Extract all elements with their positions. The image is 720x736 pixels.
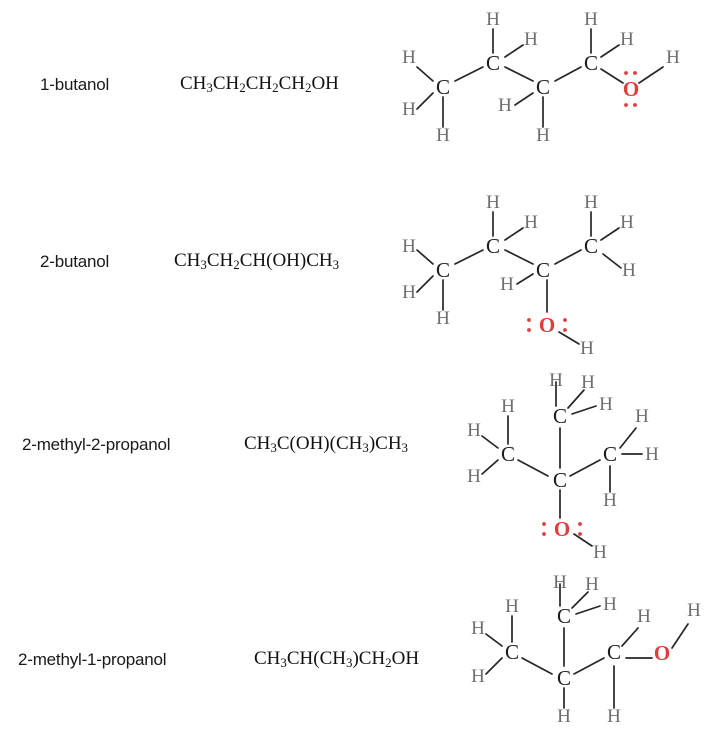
isomer-row-2-butanol: 2-butanol CH3CH2CH(OH)CH3 bbox=[0, 184, 720, 372]
atom-o: O bbox=[539, 313, 555, 337]
atom-c: C bbox=[536, 258, 550, 282]
atom-h: H bbox=[553, 572, 567, 593]
atom-h: H bbox=[467, 420, 481, 441]
atom-h: H bbox=[402, 99, 416, 120]
isomer-row-2-methyl-1-propanol: 2-methyl-1-propanol CH3CH(CH3)CH2OH bbox=[0, 562, 720, 736]
atom-h: H bbox=[436, 308, 450, 329]
atom-c: C bbox=[436, 75, 450, 99]
atom-h: H bbox=[584, 9, 598, 30]
atom-c: C bbox=[553, 404, 567, 428]
atom-h: H bbox=[622, 260, 636, 281]
atom-h: H bbox=[687, 600, 701, 621]
lone-pair-dots-oxygen bbox=[527, 318, 567, 332]
isomer-row-1-butanol: 1-butanol CH3CH2CH2CH2OH bbox=[0, 0, 720, 184]
atom-o: O bbox=[654, 641, 670, 665]
compound-formula-2-butanol: CH3CH2CH(OH)CH3 bbox=[174, 250, 340, 272]
atom-h: H bbox=[471, 618, 485, 639]
atom-h: H bbox=[635, 406, 649, 427]
atom-c: C bbox=[536, 75, 550, 99]
atom-c: C bbox=[557, 666, 571, 690]
bond-group bbox=[416, 211, 622, 345]
atom-h: H bbox=[557, 706, 571, 727]
atom-labels: H H H C H H H C C H H H C O H bbox=[467, 370, 659, 563]
atom-h: H bbox=[524, 29, 538, 50]
atom-c: C bbox=[557, 604, 571, 628]
atom-c: C bbox=[584, 51, 598, 75]
atom-h: H bbox=[467, 466, 481, 487]
compound-formula-1-butanol: CH3CH2CH2CH2OH bbox=[180, 73, 339, 95]
structure-diagram-2-methyl-1-propanol: H H H C H H H C C H H H C O H bbox=[470, 572, 710, 736]
atom-h: H bbox=[581, 372, 595, 393]
atom-c: C bbox=[505, 640, 519, 664]
lone-pair-dots-oxygen bbox=[624, 71, 637, 107]
atom-h: H bbox=[501, 396, 515, 417]
atom-h: H bbox=[666, 47, 680, 68]
atom-h: H bbox=[486, 192, 500, 213]
atom-c: C bbox=[486, 51, 500, 75]
atom-h: H bbox=[536, 125, 550, 146]
atom-h: H bbox=[498, 95, 512, 116]
bond-group bbox=[485, 583, 689, 709]
atom-labels: H H H C H H C H C H H H C O H bbox=[402, 192, 636, 359]
compound-formula-2-methyl-1-propanol: CH3CH(CH3)CH2OH bbox=[254, 648, 420, 670]
atom-h: H bbox=[471, 666, 485, 687]
atom-h: H bbox=[500, 274, 514, 295]
atom-h: H bbox=[436, 125, 450, 146]
compound-name-1-butanol: 1-butanol bbox=[40, 75, 110, 94]
atom-h: H bbox=[603, 490, 617, 511]
compound-name-2-butanol: 2-butanol bbox=[40, 252, 110, 271]
structure-diagram-2-methyl-2-propanol: H H H C H H H C C H H H C O H bbox=[460, 370, 690, 566]
atom-h: H bbox=[549, 370, 563, 391]
atom-h: H bbox=[607, 706, 621, 727]
atom-h: H bbox=[486, 9, 500, 30]
atom-h: H bbox=[620, 29, 634, 50]
bond-group bbox=[481, 381, 643, 547]
atom-c: C bbox=[436, 258, 450, 282]
atom-c: C bbox=[553, 468, 567, 492]
atom-h: H bbox=[593, 542, 607, 563]
atom-h: H bbox=[402, 282, 416, 303]
atom-h: H bbox=[505, 596, 519, 617]
structure-diagram-2-butanol: H H H C H H C H C H H H C O H bbox=[395, 188, 685, 368]
atom-o: O bbox=[554, 517, 570, 541]
atom-h: H bbox=[645, 444, 659, 465]
atom-h: H bbox=[580, 338, 594, 359]
atom-h: H bbox=[620, 212, 634, 233]
atom-labels: H H H C H H H C C H H H C O H bbox=[471, 572, 701, 727]
atom-h: H bbox=[402, 47, 416, 68]
atom-h: H bbox=[603, 594, 617, 615]
atom-c: C bbox=[501, 442, 515, 466]
atom-c: C bbox=[603, 442, 617, 466]
atom-o: O bbox=[623, 77, 639, 101]
atom-h: H bbox=[637, 606, 651, 627]
compound-name-2-methyl-1-propanol: 2-methyl-1-propanol bbox=[18, 650, 167, 669]
atom-h: H bbox=[524, 212, 538, 233]
atom-h: H bbox=[402, 236, 416, 257]
atom-c: C bbox=[607, 640, 621, 664]
atom-h: H bbox=[585, 574, 599, 595]
compound-name-2-methyl-2-propanol: 2-methyl-2-propanol bbox=[22, 435, 171, 454]
bond-group bbox=[416, 28, 664, 128]
atom-c: C bbox=[486, 234, 500, 258]
atom-c: C bbox=[584, 234, 598, 258]
atom-h: H bbox=[599, 394, 613, 415]
compound-formula-2-methyl-2-propanol: CH3C(OH)(CH3)CH3 bbox=[244, 433, 408, 455]
lone-pair-dots-oxygen bbox=[542, 522, 582, 536]
atom-labels: H H H C H H C H H C H H C O H bbox=[402, 9, 680, 146]
structure-diagram-1-butanol: H H H C H H C H H C H H C O H bbox=[395, 5, 705, 155]
atom-h: H bbox=[584, 192, 598, 213]
isomer-row-2-methyl-2-propanol: 2-methyl-2-propanol CH3C(OH)(CH3)CH3 bbox=[0, 370, 720, 563]
